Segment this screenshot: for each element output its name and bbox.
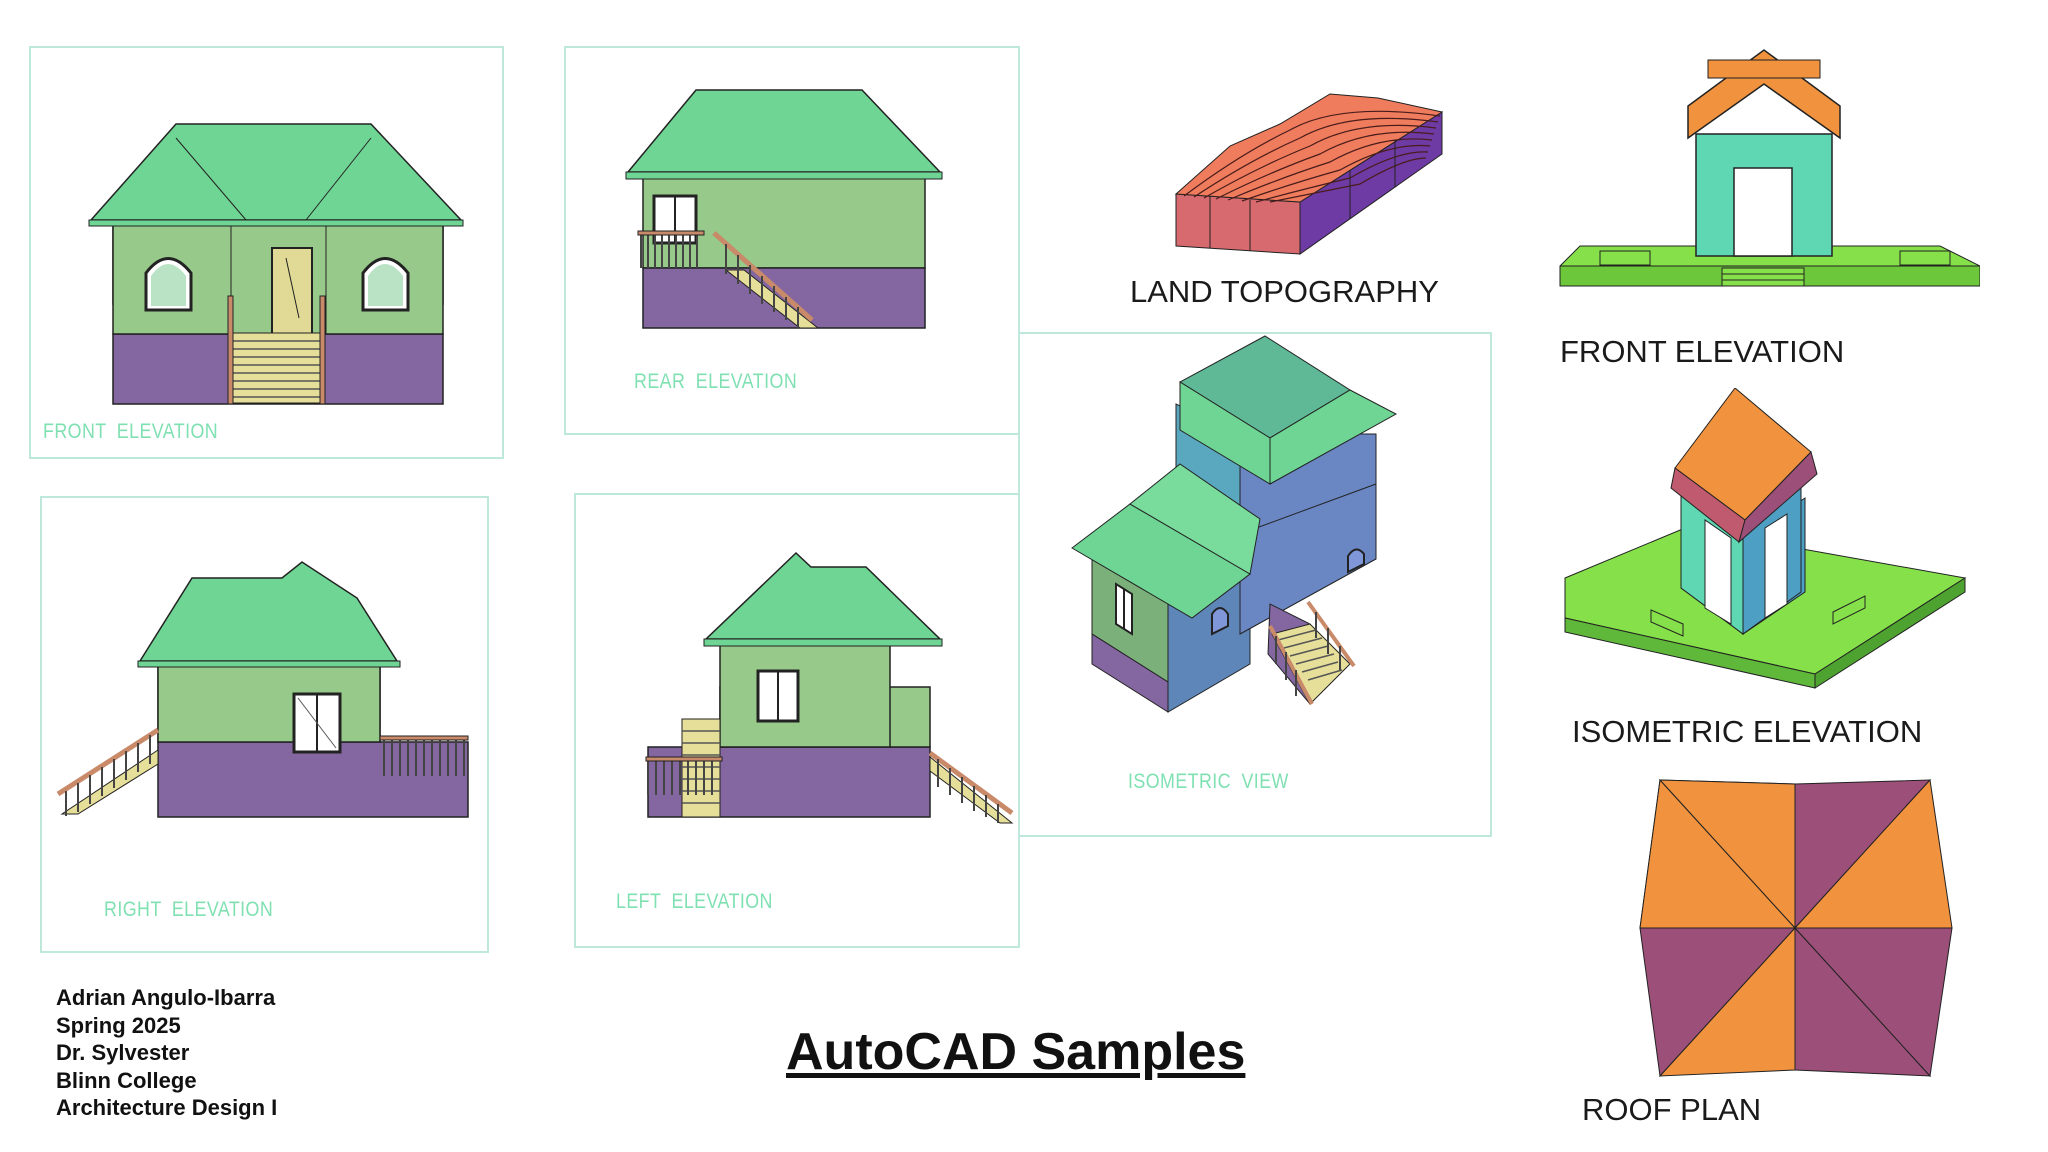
left-elevation-panel: LEFT ELEVATION [574, 493, 1020, 948]
label-isometric-elevation: ISOMETRIC ELEVATION [1572, 714, 1923, 749]
credits-name: Adrian Angulo-Ibarra [56, 985, 276, 1010]
credits-instructor: Dr. Sylvester [56, 1040, 190, 1065]
page-title: AutoCAD Samples [786, 1023, 1246, 1081]
panel-label-front-elevation: FRONT ELEVATION [43, 420, 219, 443]
left-elevation-drawing [645, 551, 1014, 824]
credits-course: Architecture Design I [56, 1095, 278, 1120]
right-elevation-drawing [56, 561, 469, 818]
roof-plan-illustration [1639, 778, 1953, 1078]
rear-elevation-drawing [625, 89, 943, 329]
label-land-topography: LAND TOPOGRAPHY [1130, 274, 1439, 309]
rear-elevation-panel: REAR ELEVATION [564, 46, 1020, 435]
label-roof-plan: ROOF PLAN [1582, 1092, 1762, 1127]
front-elevation-tower-illustration [1559, 49, 1980, 287]
isometric-view-drawing [1071, 335, 1398, 713]
front-elevation-panel: FRONT ELEVATION [29, 46, 504, 459]
credits-term: Spring 2025 [56, 1012, 181, 1038]
credits-school: Blinn College [56, 1067, 197, 1093]
right-elevation-panel: RIGHT ELEVATION [40, 496, 489, 953]
panel-label-isometric-view: ISOMETRIC VIEW [1128, 770, 1289, 793]
front-elevation-drawing [88, 123, 464, 405]
label-front-elevation: FRONT ELEVATION [1560, 334, 1845, 369]
isometric-elevation-tower-illustration [1564, 388, 1967, 689]
land-topography-illustration [1174, 93, 1444, 255]
isometric-view-panel: ISOMETRIC VIEW [1018, 332, 1492, 837]
credits-block: Adrian Angulo-Ibarra Spring 2025 Dr. Syl… [56, 984, 277, 1122]
panel-label-right-elevation: RIGHT ELEVATION [104, 898, 274, 921]
panel-label-rear-elevation: REAR ELEVATION [634, 370, 798, 393]
panel-label-left-elevation: LEFT ELEVATION [616, 890, 773, 913]
